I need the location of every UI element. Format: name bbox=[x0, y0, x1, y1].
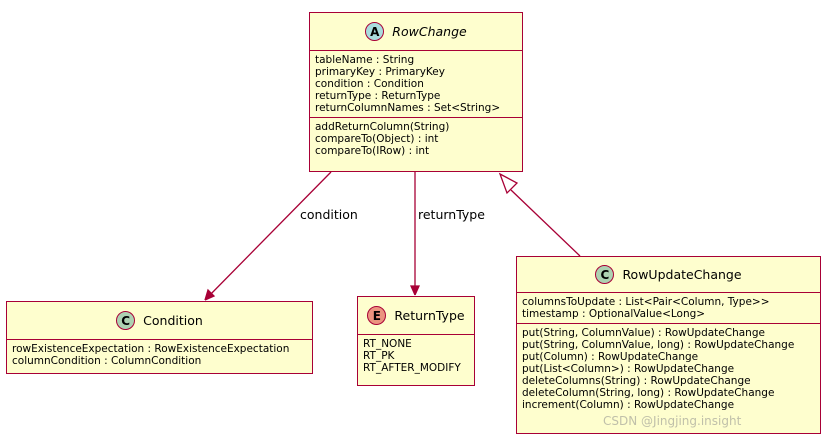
field: primaryKey : PrimaryKey bbox=[315, 66, 445, 78]
method: put(String, ColumnValue) : RowUpdateChan… bbox=[522, 327, 765, 339]
field: columnCondition : ColumnCondition bbox=[12, 355, 202, 367]
methods-section: addReturnColumn(String) compareTo(Object… bbox=[310, 117, 522, 160]
fields-section: tableName : String primaryKey : PrimaryK… bbox=[310, 51, 522, 117]
method: put(Column) : RowUpdateChange bbox=[522, 351, 699, 363]
edge-label-returntype: returnType bbox=[418, 207, 485, 222]
field: tableName : String bbox=[315, 54, 415, 66]
method: increment(Column) : RowUpdateChange bbox=[522, 399, 735, 411]
field: condition : Condition bbox=[315, 78, 424, 90]
field: returnColumnNames : Set<String> bbox=[315, 102, 501, 114]
watermark: CSDN @Jingjing.insight bbox=[603, 414, 742, 428]
edge-returntype-arrowhead bbox=[409, 285, 421, 296]
class-name: RowChange bbox=[392, 23, 467, 39]
class-header: A RowChange bbox=[310, 13, 522, 51]
class-returntype[interactable]: E ReturnType RT_NONE RT_PK RT_AFTER_MODI… bbox=[357, 296, 475, 386]
generalization-triangle-icon bbox=[498, 172, 519, 195]
enum-badge-icon: E bbox=[367, 306, 387, 325]
class-name: RowUpdateChange bbox=[622, 266, 742, 282]
class-badge-icon: C bbox=[116, 311, 136, 330]
field: rowExistenceExpectation : RowExistenceEx… bbox=[12, 343, 290, 355]
class-name: ReturnType bbox=[394, 307, 465, 323]
method: addReturnColumn(String) bbox=[315, 121, 450, 133]
edge-generalization bbox=[510, 189, 581, 257]
method: deleteColumns(String) : RowUpdateChange bbox=[522, 375, 751, 387]
fields-section: rowExistenceExpectation : RowExistenceEx… bbox=[7, 340, 312, 370]
method: compareTo(IRow) : int bbox=[315, 145, 430, 157]
class-name: Condition bbox=[143, 312, 203, 328]
class-condition[interactable]: C Condition rowExistenceExpectation : Ro… bbox=[6, 301, 313, 374]
class-header: E ReturnType bbox=[358, 297, 474, 335]
class-header: C RowUpdateChange bbox=[517, 257, 820, 293]
fields-section: RT_NONE RT_PK RT_AFTER_MODIFY bbox=[358, 335, 474, 377]
field: columnsToUpdate : List<Pair<Column, Type… bbox=[522, 296, 770, 308]
field: timestamp : OptionalValue<Long> bbox=[522, 308, 706, 320]
method: compareTo(Object) : int bbox=[315, 133, 439, 145]
fields-section: columnsToUpdate : List<Pair<Column, Type… bbox=[517, 293, 820, 323]
class-header: C Condition bbox=[7, 302, 312, 340]
method: put(List<Column>) : RowUpdateChange bbox=[522, 363, 735, 375]
methods-section: put(String, ColumnValue) : RowUpdateChan… bbox=[517, 323, 820, 414]
edge-condition bbox=[204, 171, 332, 301]
method: put(String, ColumnValue, long) : RowUpda… bbox=[522, 339, 795, 351]
class-badge-icon: C bbox=[595, 265, 615, 284]
enum-value: RT_NONE bbox=[363, 338, 412, 350]
abstract-class-badge-icon: A bbox=[365, 22, 385, 41]
method: deleteColumn(String, long) : RowUpdateCh… bbox=[522, 387, 775, 399]
field: returnType : ReturnType bbox=[315, 90, 441, 102]
enum-value: RT_PK bbox=[363, 350, 395, 362]
enum-value: RT_AFTER_MODIFY bbox=[363, 362, 461, 374]
class-rowchange[interactable]: A RowChange tableName : String primaryKe… bbox=[309, 12, 523, 172]
edge-condition-arrowhead bbox=[204, 288, 216, 301]
class-rowupdatechange[interactable]: C RowUpdateChange columnsToUpdate : List… bbox=[516, 256, 821, 434]
edge-label-condition: condition bbox=[300, 207, 358, 222]
